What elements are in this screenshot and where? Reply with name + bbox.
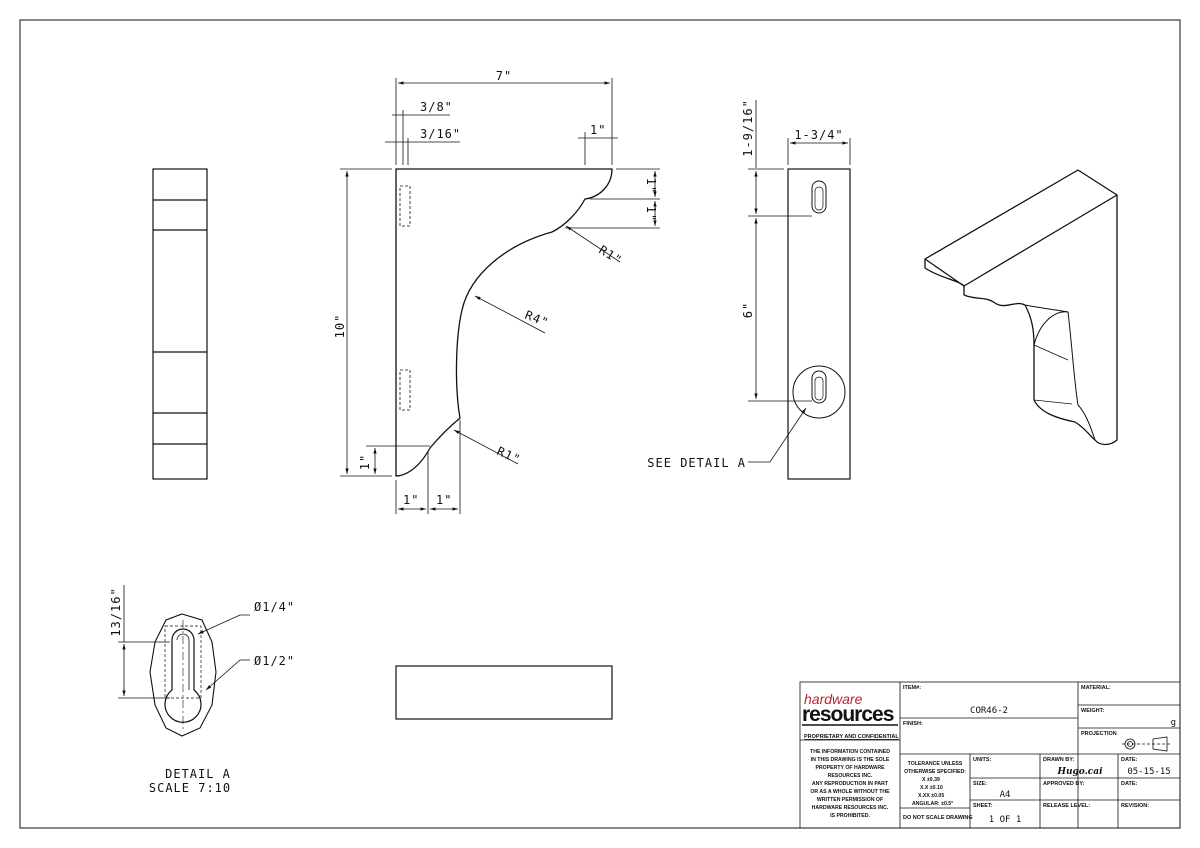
revision-label: REVISION: [1121,803,1149,809]
tolerance-note: TOLERANCE UNLESS OTHERWISE SPECIFIED: X … [904,761,966,807]
notice-line: OR AS A WHOLE WITHOUT THE [810,789,890,795]
detail-dia-large-label: Ø1/2" [254,654,295,668]
front-view-hidden-slots [399,185,411,411]
notice-line: THE INFORMATION CONTAINED [810,749,890,755]
proprietary-label: PROPRIETARY AND CONFIDENTIAL [804,734,899,740]
dim-radius-bottom: R1" [495,444,523,467]
title-block [799,681,1181,829]
tolerance-line: ANGULAR: ±0.5° [912,801,953,807]
tolerance-line: TOLERANCE UNLESS [908,761,963,767]
size-value: A4 [1000,790,1011,800]
dim-top-lip-height-a: 1" [644,178,658,194]
isometric-view [924,169,1118,446]
right-side-view [787,168,851,480]
dim-top-lip-width [578,132,618,165]
notice-line: IN THIS DRAWING IS THE SOLE [811,757,890,763]
notice-line: WRITTEN PERMISSION OF [817,797,883,803]
logo-text-top: hardware [804,691,863,707]
notice-line: IS PROHIBITED. [830,813,870,819]
dim-top-lip-heights [565,168,660,229]
dim-radius-main-leader [474,295,546,334]
dim-bottom-lip-height-label: 1" [358,454,372,470]
dim-slot-spacing: 6" [741,302,755,318]
left-side-view [152,168,208,480]
drawn-by-signature: Hugo.cai [1056,767,1103,777]
sheet-border [19,19,1181,829]
dim-side-depth [787,138,851,165]
tolerance-line: X.X ±0.10 [920,785,943,791]
size-label: SIZE: [973,781,987,787]
detail-dia-small-label: Ø1/4" [254,600,295,614]
projection-label: PROJECTION [1081,731,1117,737]
notice-line: ANY REPRODUCTION IN PART [812,781,889,787]
dim-overall-height-label: 10" [333,314,347,339]
units-label: UNITS: [973,757,992,763]
projection-symbol-icon [1122,736,1172,752]
dim-radius-bottom-leader [453,429,519,465]
weight-unit: g [1171,718,1176,728]
drawn-by-label: DRAWN BY: [1043,757,1075,763]
dim-overall-width-label: 7" [496,69,512,83]
detail-callout-leader [748,407,807,463]
date-value: 05-15-15 [1127,767,1170,777]
approved-by-label: APPROVED BY: [1043,781,1085,787]
detail-title: DETAIL A [165,767,231,781]
sheet-label: SHEET: [973,803,993,809]
dim-slot-vertical [748,100,812,402]
dim-radius-top: R1" [596,243,624,268]
item-value: COR46-2 [970,706,1008,716]
dim-side-depth-label: 1-3/4" [794,128,843,142]
approved-date-label: DATE: [1121,781,1138,787]
top-view [395,665,613,720]
detail-a-dims [118,585,250,699]
dim-bottom-width-b: 1" [436,493,452,507]
no-scale-note: DO NOT SCALE DRAWING [903,815,973,821]
dim-bottom-lip-height [366,445,430,474]
dim-overall-height [340,168,392,477]
detail-height-label: 13/16" [109,587,123,636]
date-label: DATE: [1121,757,1138,763]
notice-line: PROPERTY OF HARDWARE [815,765,885,771]
release-level-label: RELEASE LEVEL: [1043,803,1090,809]
dim-slot-offset-b: 3/16" [420,127,461,141]
detail-a-view [149,613,217,737]
notice-line: RESOURCES INC. [828,773,873,779]
dim-bottom-width-a: 1" [403,493,419,507]
front-view-profile [395,168,613,477]
tolerance-line: X ±0.39 [922,777,940,783]
tolerance-line: OTHERWISE SPECIFIED: [904,769,966,775]
dim-bottom-widths [395,420,461,514]
weight-label: WEIGHT: [1081,708,1104,714]
dim-radius-top-leader [565,225,621,263]
sheet-value: 1 OF 1 [989,815,1022,825]
dim-top-lip-height-b: 1" [644,206,658,222]
dim-slot-offset-a: 3/8" [420,100,453,114]
logo-text-main: resources [802,703,894,726]
item-label: ITEM#: [903,685,921,691]
material-label: MATERIAL: [1081,685,1111,691]
dim-top-lip-width-label: 1" [590,123,606,137]
dim-radius-main: R4" [523,308,551,330]
notice-line: HARDWARE RESOURCES INC. [812,805,889,811]
dim-slot-top-offset: 1-9/16" [741,99,755,157]
dim-slot-offsets [385,110,460,165]
dim-overall-width [395,78,613,165]
tolerance-line: X.XX ±0.05 [918,793,944,799]
proprietary-notice: THE INFORMATION CONTAINED IN THIS DRAWIN… [810,749,890,819]
finish-label: FINISH: [903,721,923,727]
detail-callout-label: SEE DETAIL A [647,456,746,470]
detail-scale: SCALE 7:10 [149,781,231,795]
